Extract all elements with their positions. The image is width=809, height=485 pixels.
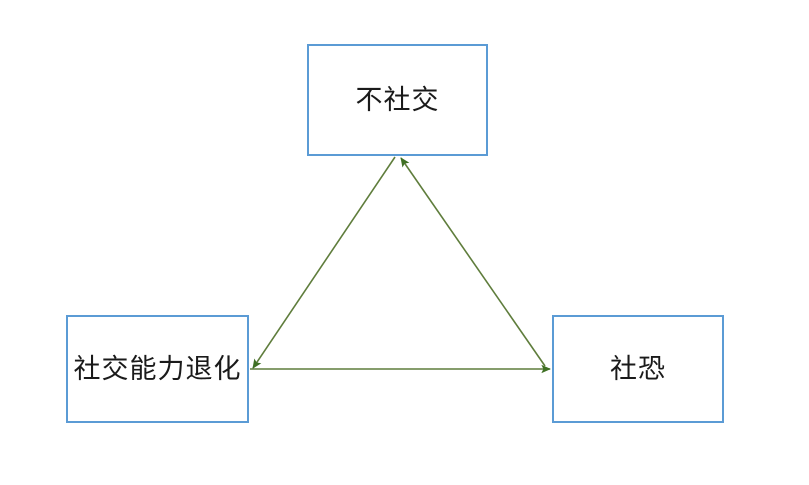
node-she-kong[interactable]: 社恐 — [552, 315, 724, 423]
node-bu-she-jiao[interactable]: 不社交 — [307, 44, 488, 156]
edge-right-to-top — [400, 157, 546, 367]
edge-top-to-left — [252, 156, 396, 369]
node-label: 不社交 — [355, 84, 440, 115]
node-label: 社恐 — [610, 353, 666, 384]
node-she-jiao-neng-li-tui-hua[interactable]: 社交能力退化 — [66, 315, 249, 423]
node-label: 社交能力退化 — [73, 353, 242, 384]
